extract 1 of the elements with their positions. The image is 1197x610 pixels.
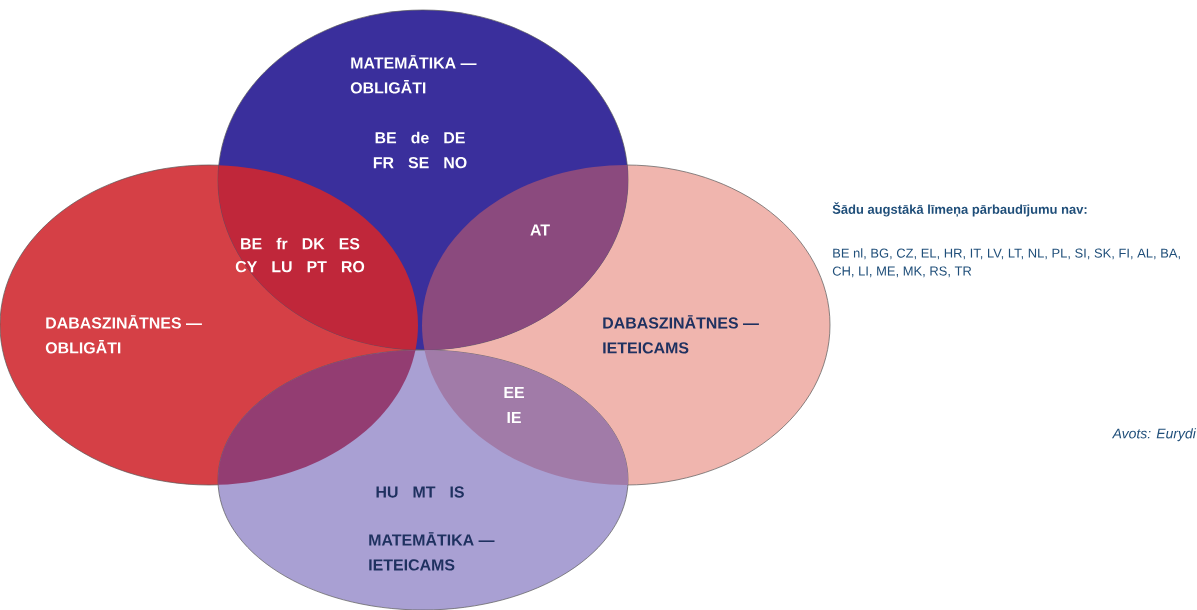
source-note: Avots: Eurydi (1111, 428, 1197, 442)
